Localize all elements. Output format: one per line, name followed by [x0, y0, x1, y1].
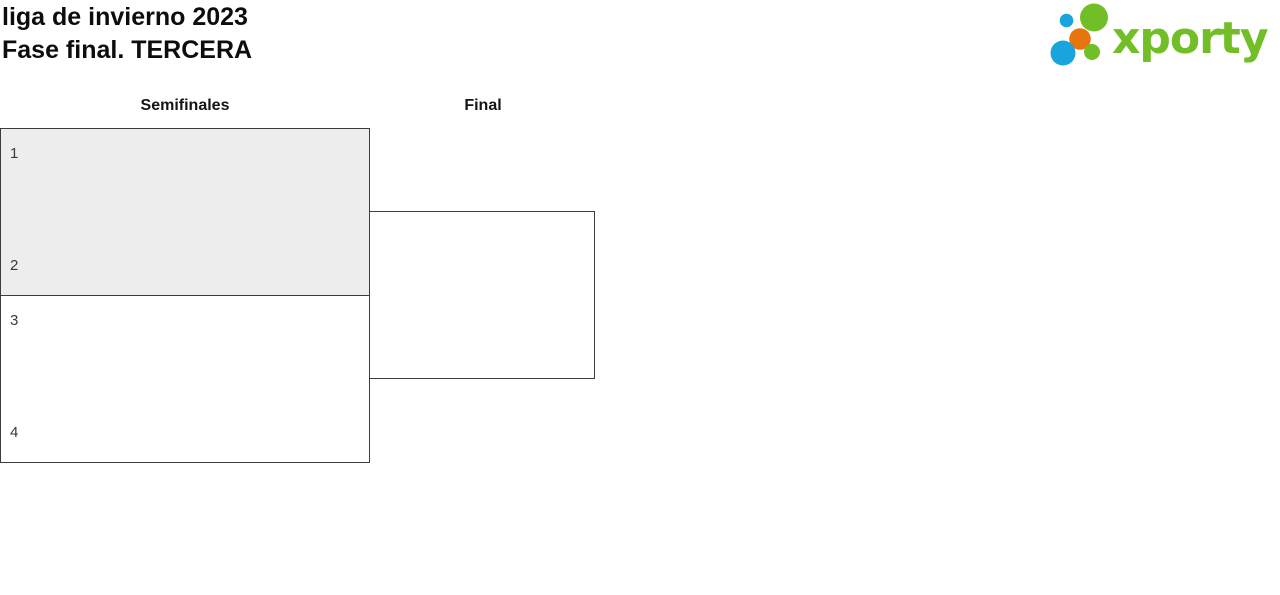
seed-label: 3 [10, 312, 19, 329]
seed-label: 4 [10, 424, 19, 441]
xporty-logo[interactable]: xporty [1048, 0, 1278, 75]
tournament-name: liga de invierno 2023 [2, 3, 248, 31]
page-title: liga de invierno 2023 Fase final. TERCER… [2, 1, 252, 67]
round-header-semifinals: Semifinales [140, 97, 230, 114]
seed-label: 1 [10, 145, 19, 162]
phase-name: Fase final. TERCERA [2, 36, 253, 64]
semifinal-match-2[interactable]: 3 4 [0, 295, 370, 463]
semifinal-match-1[interactable]: 1 2 [0, 128, 370, 296]
final-match[interactable] [369, 211, 595, 379]
logo-wordmark: xporty [1112, 13, 1268, 64]
round-header-final: Final [464, 97, 502, 114]
seed-label: 2 [10, 257, 19, 274]
logo-dots-icon [1050, 3, 1108, 66]
